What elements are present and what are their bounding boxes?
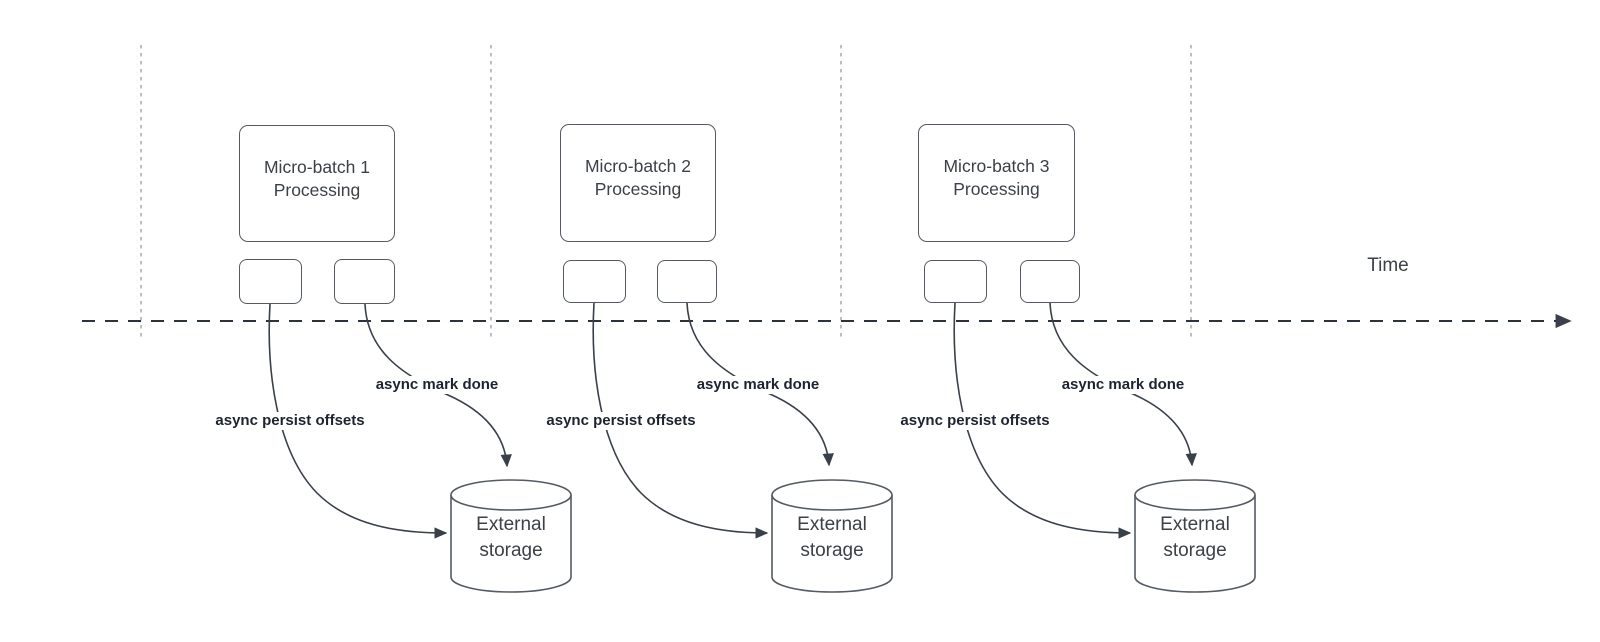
persist-offsets-label-2: async persist offsets [543, 412, 699, 430]
external-storage-label-1: External storage [476, 514, 546, 561]
mark-done-label-1: async mark done [372, 376, 502, 394]
time-axis-label: Time [1367, 255, 1409, 276]
processing-box-subtitle: Processing [594, 179, 682, 199]
processing-box-title: Micro-batch 1 [263, 156, 370, 177]
external-storage-label-2: External storage [797, 514, 867, 561]
persist-offsets-label-1: async persist offsets [212, 412, 368, 430]
persist-offsets-arrow-2 [592, 302, 769, 539]
storage-cylinder-2 [771, 479, 893, 593]
processing-box-subtitle: Processing [273, 179, 361, 200]
persist-offsets-task-box-1 [239, 259, 302, 304]
mark-done-label-3: async mark done [1058, 376, 1188, 394]
persist-offsets-task-box-3 [924, 260, 987, 303]
processing-box-1: Micro-batch 1 Processing [239, 125, 395, 242]
processing-box-subtitle: Processing [953, 179, 1040, 199]
mark-done-task-box-1 [334, 259, 395, 304]
persist-offsets-arrow-1 [268, 303, 448, 539]
persist-offsets-arrow-3 [953, 302, 1132, 539]
external-storage-label-3: External storage [1160, 514, 1230, 561]
mark-done-task-box-2 [657, 260, 717, 303]
mark-done-task-box-3 [1020, 260, 1080, 303]
persist-offsets-label-3: async persist offsets [897, 412, 1053, 430]
mark-done-arrow-1 [364, 303, 512, 468]
processing-box-title: Micro-batch 2 [584, 156, 691, 176]
mark-done-label-2: async mark done [693, 376, 823, 394]
processing-box-title: Micro-batch 3 [943, 156, 1050, 176]
storage-cylinder-3 [1134, 479, 1256, 593]
processing-box-3: Micro-batch 3 Processing [918, 124, 1075, 242]
persist-offsets-task-box-2 [563, 260, 626, 303]
processing-box-2: Micro-batch 2 Processing [560, 124, 716, 242]
storage-cylinder-1 [450, 479, 572, 593]
